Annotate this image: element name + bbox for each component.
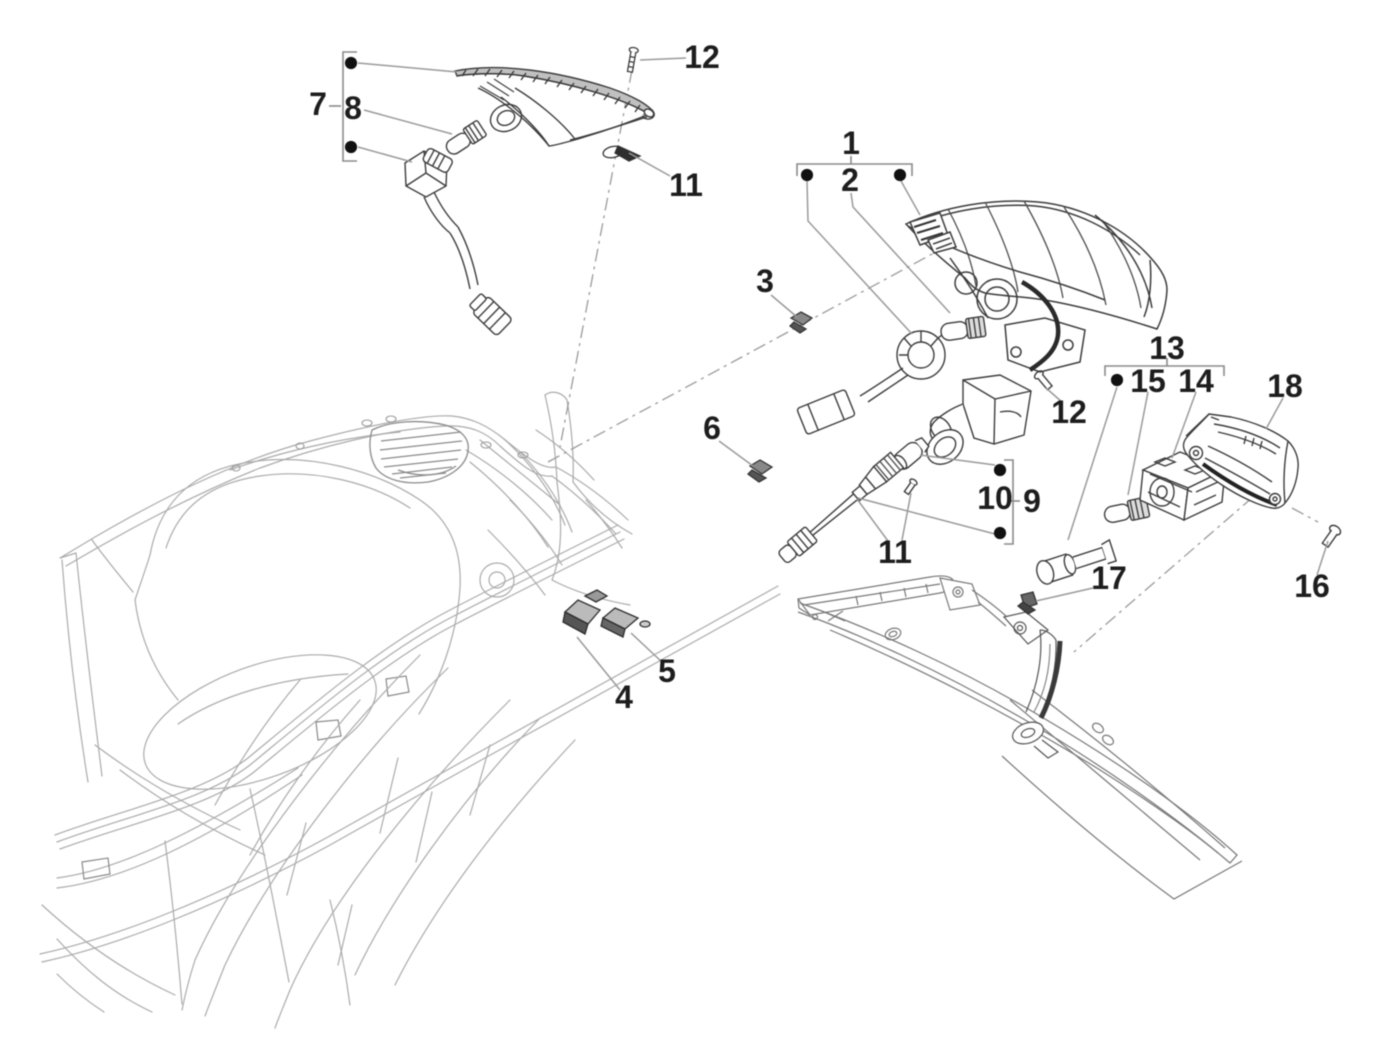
svg-text:7: 7 [309,86,327,122]
svg-text:10: 10 [977,480,1013,516]
svg-text:4: 4 [615,679,633,715]
svg-text:13: 13 [1149,330,1185,366]
svg-text:12: 12 [1051,394,1087,430]
svg-text:5: 5 [658,653,676,689]
svg-text:3: 3 [756,263,774,299]
svg-text:9: 9 [1023,483,1041,519]
svg-text:18: 18 [1267,368,1303,404]
svg-text:1: 1 [842,125,860,161]
svg-text:12: 12 [684,39,720,75]
svg-text:8: 8 [344,90,362,126]
svg-text:11: 11 [669,167,703,203]
svg-text:6: 6 [703,410,721,446]
svg-text:17: 17 [1091,560,1127,596]
svg-text:15: 15 [1130,363,1166,399]
svg-text:11: 11 [878,534,912,570]
svg-text:14: 14 [1178,363,1214,399]
svg-text:16: 16 [1294,568,1330,604]
svg-text:2: 2 [841,162,859,198]
